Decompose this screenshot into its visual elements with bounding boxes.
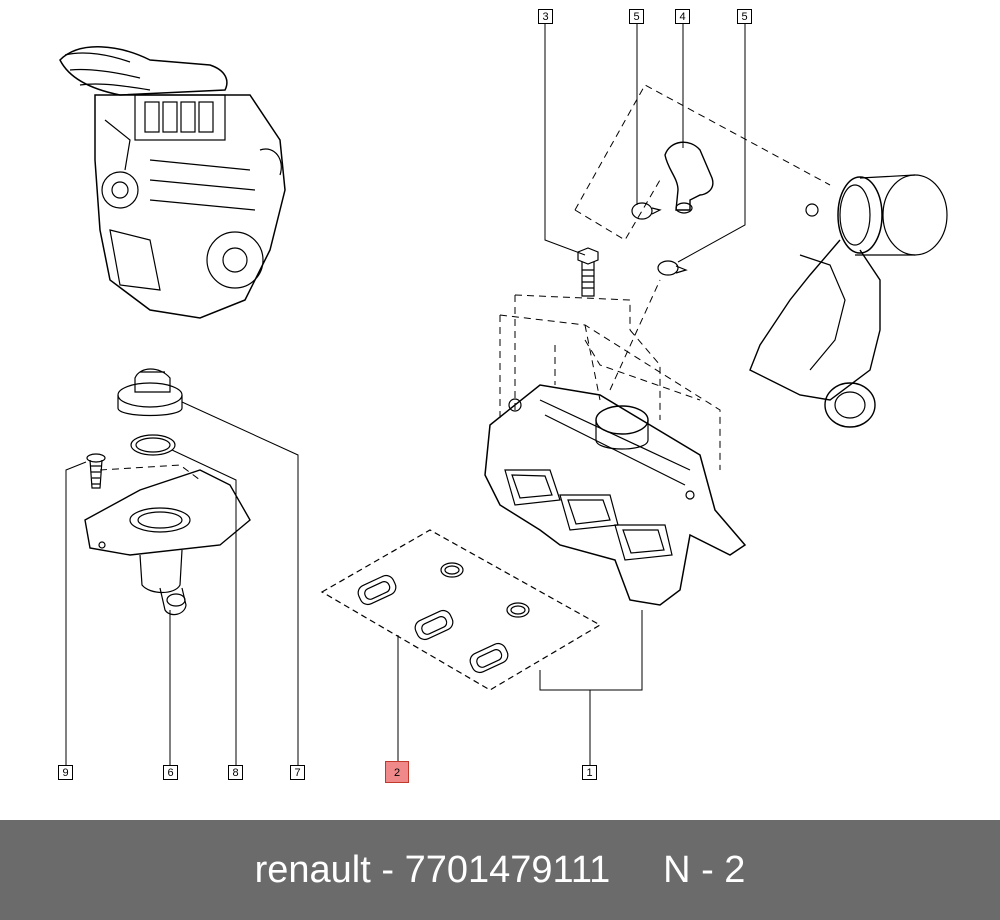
spacer <box>610 849 663 892</box>
part-caption-bar: renault - 7701479111 N - 2 <box>0 820 1000 920</box>
screw-illustration <box>86 453 106 489</box>
callout-5b: 5 <box>737 9 752 24</box>
callout-3: 3 <box>538 9 553 24</box>
gasket-set-illustration <box>320 529 602 691</box>
oil-filler-cap-illustration <box>117 368 183 417</box>
engine-overview-illustration <box>59 46 286 319</box>
callout-2-highlighted: 2 <box>385 761 409 783</box>
assembly-dashed-lines <box>99 84 831 481</box>
oil-separator-illustration <box>84 469 251 616</box>
callout-9: 9 <box>58 765 73 780</box>
part-number: 7701479111 <box>404 848 611 891</box>
intake-manifold-illustration <box>484 384 747 606</box>
o-ring-illustration <box>130 434 176 456</box>
callout-6: 6 <box>163 765 178 780</box>
parts-diagram <box>59 24 948 765</box>
diagram-position: N - 2 <box>663 848 746 891</box>
bolt-illustration <box>577 247 599 297</box>
air-intake-duct-illustration <box>749 174 948 428</box>
hose-clamp-illustration <box>631 202 688 276</box>
callout-7: 7 <box>290 765 305 780</box>
separator: - <box>370 848 405 891</box>
callout-5a: 5 <box>629 9 644 24</box>
callout-1: 1 <box>582 765 597 780</box>
callout-4: 4 <box>675 9 690 24</box>
brand-name: renault <box>254 848 371 891</box>
breather-hose-illustration <box>664 141 714 214</box>
callout-8: 8 <box>228 765 243 780</box>
callout-leader-lines <box>65 24 746 765</box>
